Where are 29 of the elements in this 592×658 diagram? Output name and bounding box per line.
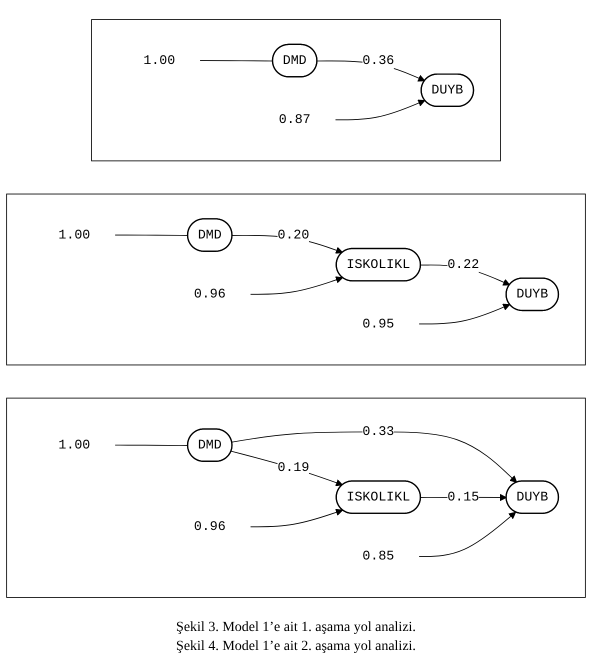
node-text: 0.85	[362, 548, 394, 564]
edge-label: 0.33	[362, 424, 394, 440]
figure-caption: Şekil 4. Model 1’e ait 2. aşama yol analizi.	[176, 639, 416, 655]
cluster	[91, 19, 501, 162]
node-text: 1.00	[143, 53, 176, 68]
node-text: 1.00	[58, 228, 90, 243]
connector	[114, 234, 188, 236]
connector	[200, 60, 274, 62]
cluster	[6, 194, 586, 366]
edge-label: 0.19	[277, 460, 310, 475]
cluster	[6, 398, 586, 598]
edge-label: 0.22	[447, 257, 480, 272]
arrow	[418, 304, 510, 324]
node-text: 0.96	[194, 519, 226, 534]
arrow	[230, 450, 344, 486]
arrow	[250, 508, 344, 528]
arrow	[250, 276, 344, 295]
node-text: 0.96	[194, 286, 226, 302]
node-text: 0.95	[362, 316, 394, 332]
node-text: 0.87	[278, 112, 311, 128]
edge-label: 0.15	[447, 490, 480, 505]
edge-label: 0.36	[362, 53, 394, 68]
figure-caption: Şekil 3. Model 1’e ait 1. aşama yol analizi.	[176, 620, 416, 636]
edge-label: 0.20	[277, 228, 310, 243]
connector	[114, 444, 188, 446]
arrow	[335, 100, 426, 120]
arrow	[232, 431, 518, 483]
arrow	[418, 512, 516, 557]
node-text: 1.00	[58, 438, 90, 453]
